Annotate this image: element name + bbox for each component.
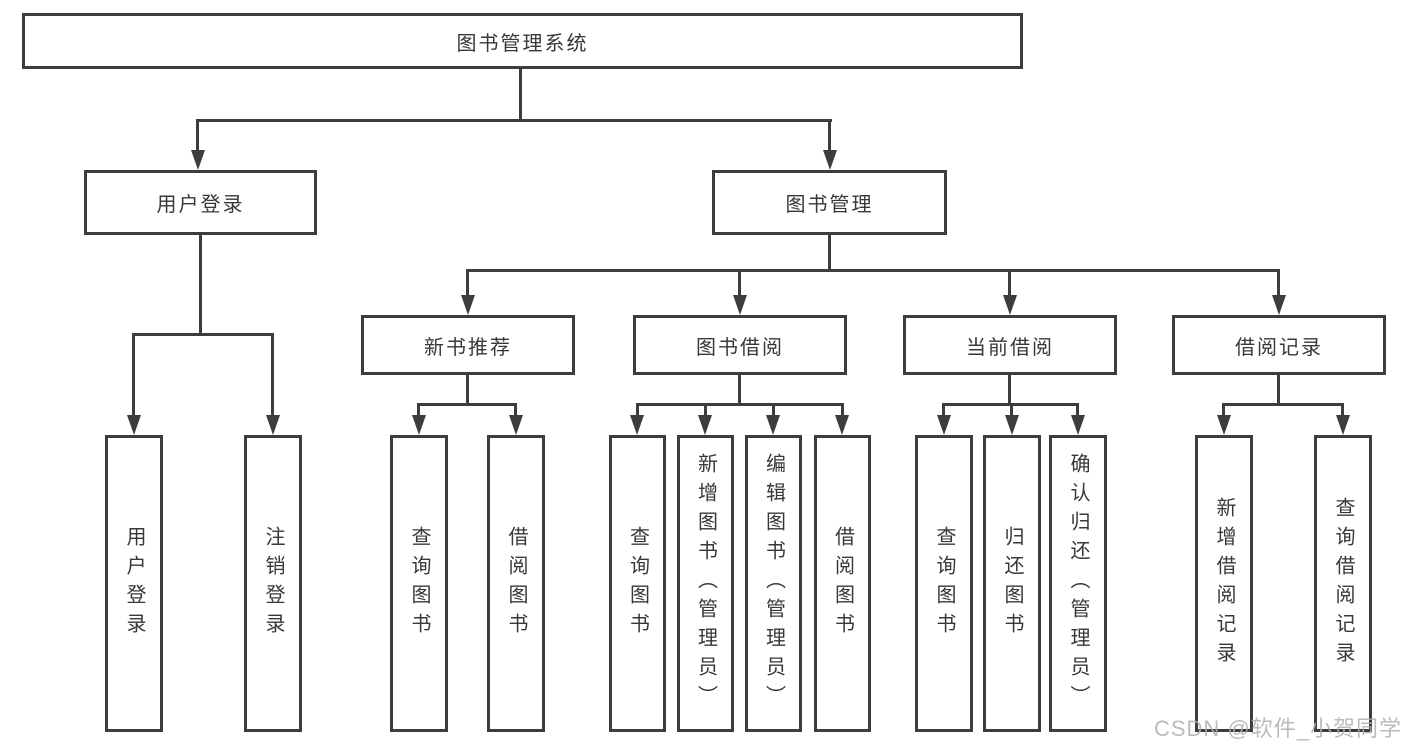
connector-drop xyxy=(1277,269,1280,297)
leaf-borrow-books: 借阅图书 xyxy=(487,435,545,732)
connector-drop xyxy=(1008,269,1011,297)
node-label: 注销登录 xyxy=(262,525,284,642)
node-label: 图书借阅 xyxy=(696,336,784,359)
connector-drop xyxy=(417,403,420,417)
arrow-down-icon xyxy=(1336,415,1350,435)
arrow-down-icon xyxy=(823,150,837,170)
connector-bus-borrow xyxy=(636,403,844,406)
connector-drop xyxy=(636,403,639,417)
leaf-user-login: 用户登录 xyxy=(105,435,163,732)
connector-drop xyxy=(841,403,844,417)
node-book-management: 图书管理 xyxy=(712,170,947,235)
node-root-system: 图书管理系统 xyxy=(22,13,1023,69)
connector-bus-records xyxy=(1222,403,1344,406)
leaf-logout: 注销登录 xyxy=(244,435,302,732)
node-label: 归还图书 xyxy=(1001,525,1023,642)
connector-drop xyxy=(1341,403,1344,417)
leaf-confirm-return-admin: 确认归还（管理员） xyxy=(1049,435,1107,732)
connector-stem xyxy=(738,375,741,405)
connector-drop xyxy=(466,269,469,297)
connector-drop xyxy=(942,403,945,417)
arrow-down-icon xyxy=(266,415,280,435)
connector-drop xyxy=(704,403,707,417)
arrow-down-icon xyxy=(835,415,849,435)
connector-drop xyxy=(738,269,741,297)
node-label: 编辑图书（管理员） xyxy=(762,453,785,714)
node-new-book-recommend: 新书推荐 xyxy=(361,315,575,375)
node-label: 图书管理系统 xyxy=(456,32,589,55)
leaf-query-books: 查询图书 xyxy=(609,435,666,732)
node-label: 查询图书 xyxy=(408,525,430,642)
leaf-add-books-admin: 新增图书（管理员） xyxy=(677,435,734,732)
leaf-query-borrow-record: 查询借阅记录 xyxy=(1314,435,1372,732)
node-label: 查询借阅记录 xyxy=(1332,496,1354,671)
connector-bus-level3 xyxy=(466,269,1280,272)
node-label: 新书推荐 xyxy=(424,336,512,359)
connector-drop xyxy=(1010,403,1013,417)
leaf-return-books: 归还图书 xyxy=(983,435,1041,732)
arrow-down-icon xyxy=(127,415,141,435)
arrow-down-icon xyxy=(766,415,780,435)
leaf-borrow-books: 借阅图书 xyxy=(814,435,871,732)
node-label: 借阅记录 xyxy=(1235,336,1323,359)
node-current-borrowing: 当前借阅 xyxy=(903,315,1117,375)
node-user-login: 用户登录 xyxy=(84,170,317,235)
node-label: 用户登录 xyxy=(156,194,245,216)
node-label: 查询图书 xyxy=(933,525,955,642)
arrow-down-icon xyxy=(1217,415,1231,435)
arrow-down-icon xyxy=(191,150,205,170)
arrow-down-icon xyxy=(1005,415,1019,435)
connector-drop xyxy=(1076,403,1079,417)
node-label: 用户登录 xyxy=(123,525,145,642)
arrow-down-icon xyxy=(1272,295,1286,315)
arrow-down-icon xyxy=(733,295,747,315)
watermark: CSDN @软件_小贺同学 xyxy=(1153,716,1402,741)
node-label: 查询图书 xyxy=(626,525,649,642)
connector-drop xyxy=(828,119,831,154)
node-borrowing-records: 借阅记录 xyxy=(1172,315,1386,375)
connector-root-stem xyxy=(519,68,522,120)
connector-bus-login xyxy=(132,333,274,336)
arrow-down-icon xyxy=(1071,415,1085,435)
connector-stem xyxy=(199,235,202,335)
connector-drop xyxy=(772,403,775,417)
leaf-edit-books-admin: 编辑图书（管理员） xyxy=(745,435,802,732)
node-book-borrowing: 图书借阅 xyxy=(633,315,847,375)
leaf-add-borrow-record: 新增借阅记录 xyxy=(1195,435,1253,732)
arrow-down-icon xyxy=(509,415,523,435)
node-label: 确认归还（管理员） xyxy=(1067,453,1089,714)
node-label: 新增借阅记录 xyxy=(1213,496,1235,671)
connector-drop xyxy=(132,333,135,417)
connector-stem xyxy=(828,235,831,272)
connector-drop xyxy=(196,119,199,154)
connector-bus-new-books xyxy=(417,403,517,406)
connector-drop xyxy=(271,333,274,417)
leaf-query-books: 查询图书 xyxy=(915,435,973,732)
connector-stem xyxy=(1277,375,1280,405)
arrow-down-icon xyxy=(630,415,644,435)
arrow-down-icon xyxy=(937,415,951,435)
arrow-down-icon xyxy=(698,415,712,435)
connector-stem xyxy=(1008,375,1011,405)
node-label: 借阅图书 xyxy=(505,525,527,642)
arrow-down-icon xyxy=(461,295,475,315)
connector-drop xyxy=(1222,403,1225,417)
connector-drop xyxy=(514,403,517,417)
arrow-down-icon xyxy=(412,415,426,435)
node-label: 借阅图书 xyxy=(831,525,854,642)
node-label: 新增图书（管理员） xyxy=(694,453,717,714)
arrow-down-icon xyxy=(1003,295,1017,315)
leaf-query-books: 查询图书 xyxy=(390,435,448,732)
node-label: 图书管理 xyxy=(785,194,874,216)
connector-stem xyxy=(466,375,469,405)
node-label: 当前借阅 xyxy=(966,336,1054,359)
connector-bus-level2 xyxy=(196,119,832,122)
